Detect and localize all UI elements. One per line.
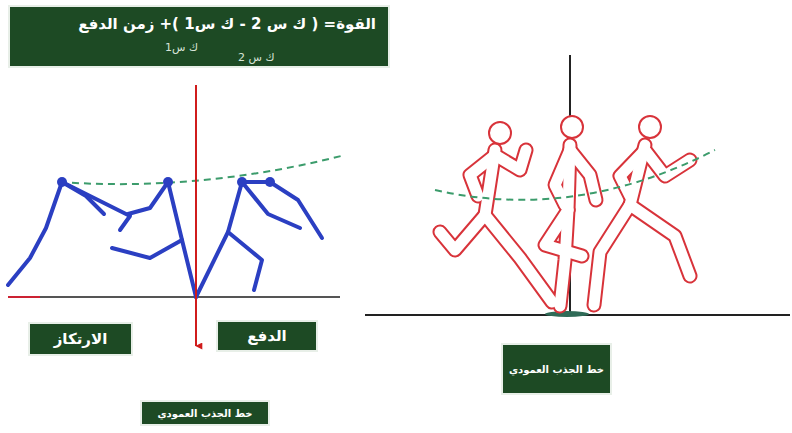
foot-contact [545, 311, 589, 317]
phase-label: الارتكاز [28, 322, 133, 356]
node-text: خط الجذب العمودي [157, 408, 252, 419]
node-text: الدفع [247, 327, 287, 345]
formula-box: القوة= ( ك س 2 - ك س1 )+ زمن الدفع ك س1 ك … [8, 5, 390, 68]
formula-term: ك س1 [165, 41, 198, 54]
node-text: الارتكاز [54, 330, 108, 348]
node-text: القوة= ( ك س 2 - ك س1 )+ زمن الدفع [78, 15, 376, 33]
gravity-arrow [195, 85, 197, 346]
head-dots [57, 177, 275, 187]
axis-label: خط الجذب العمودي [140, 400, 270, 426]
stick-figures [8, 182, 322, 297]
axis-label: خط الجذب العمودي [501, 343, 612, 395]
node-text: خط الجذب العمودي [509, 364, 604, 375]
phase-label: الدفع [216, 320, 318, 352]
center-curve [60, 155, 345, 184]
ground-line [8, 297, 340, 298]
formula-term: ك س 2 [238, 51, 275, 64]
runner-outlines [440, 116, 690, 306]
center-curve [435, 150, 715, 200]
